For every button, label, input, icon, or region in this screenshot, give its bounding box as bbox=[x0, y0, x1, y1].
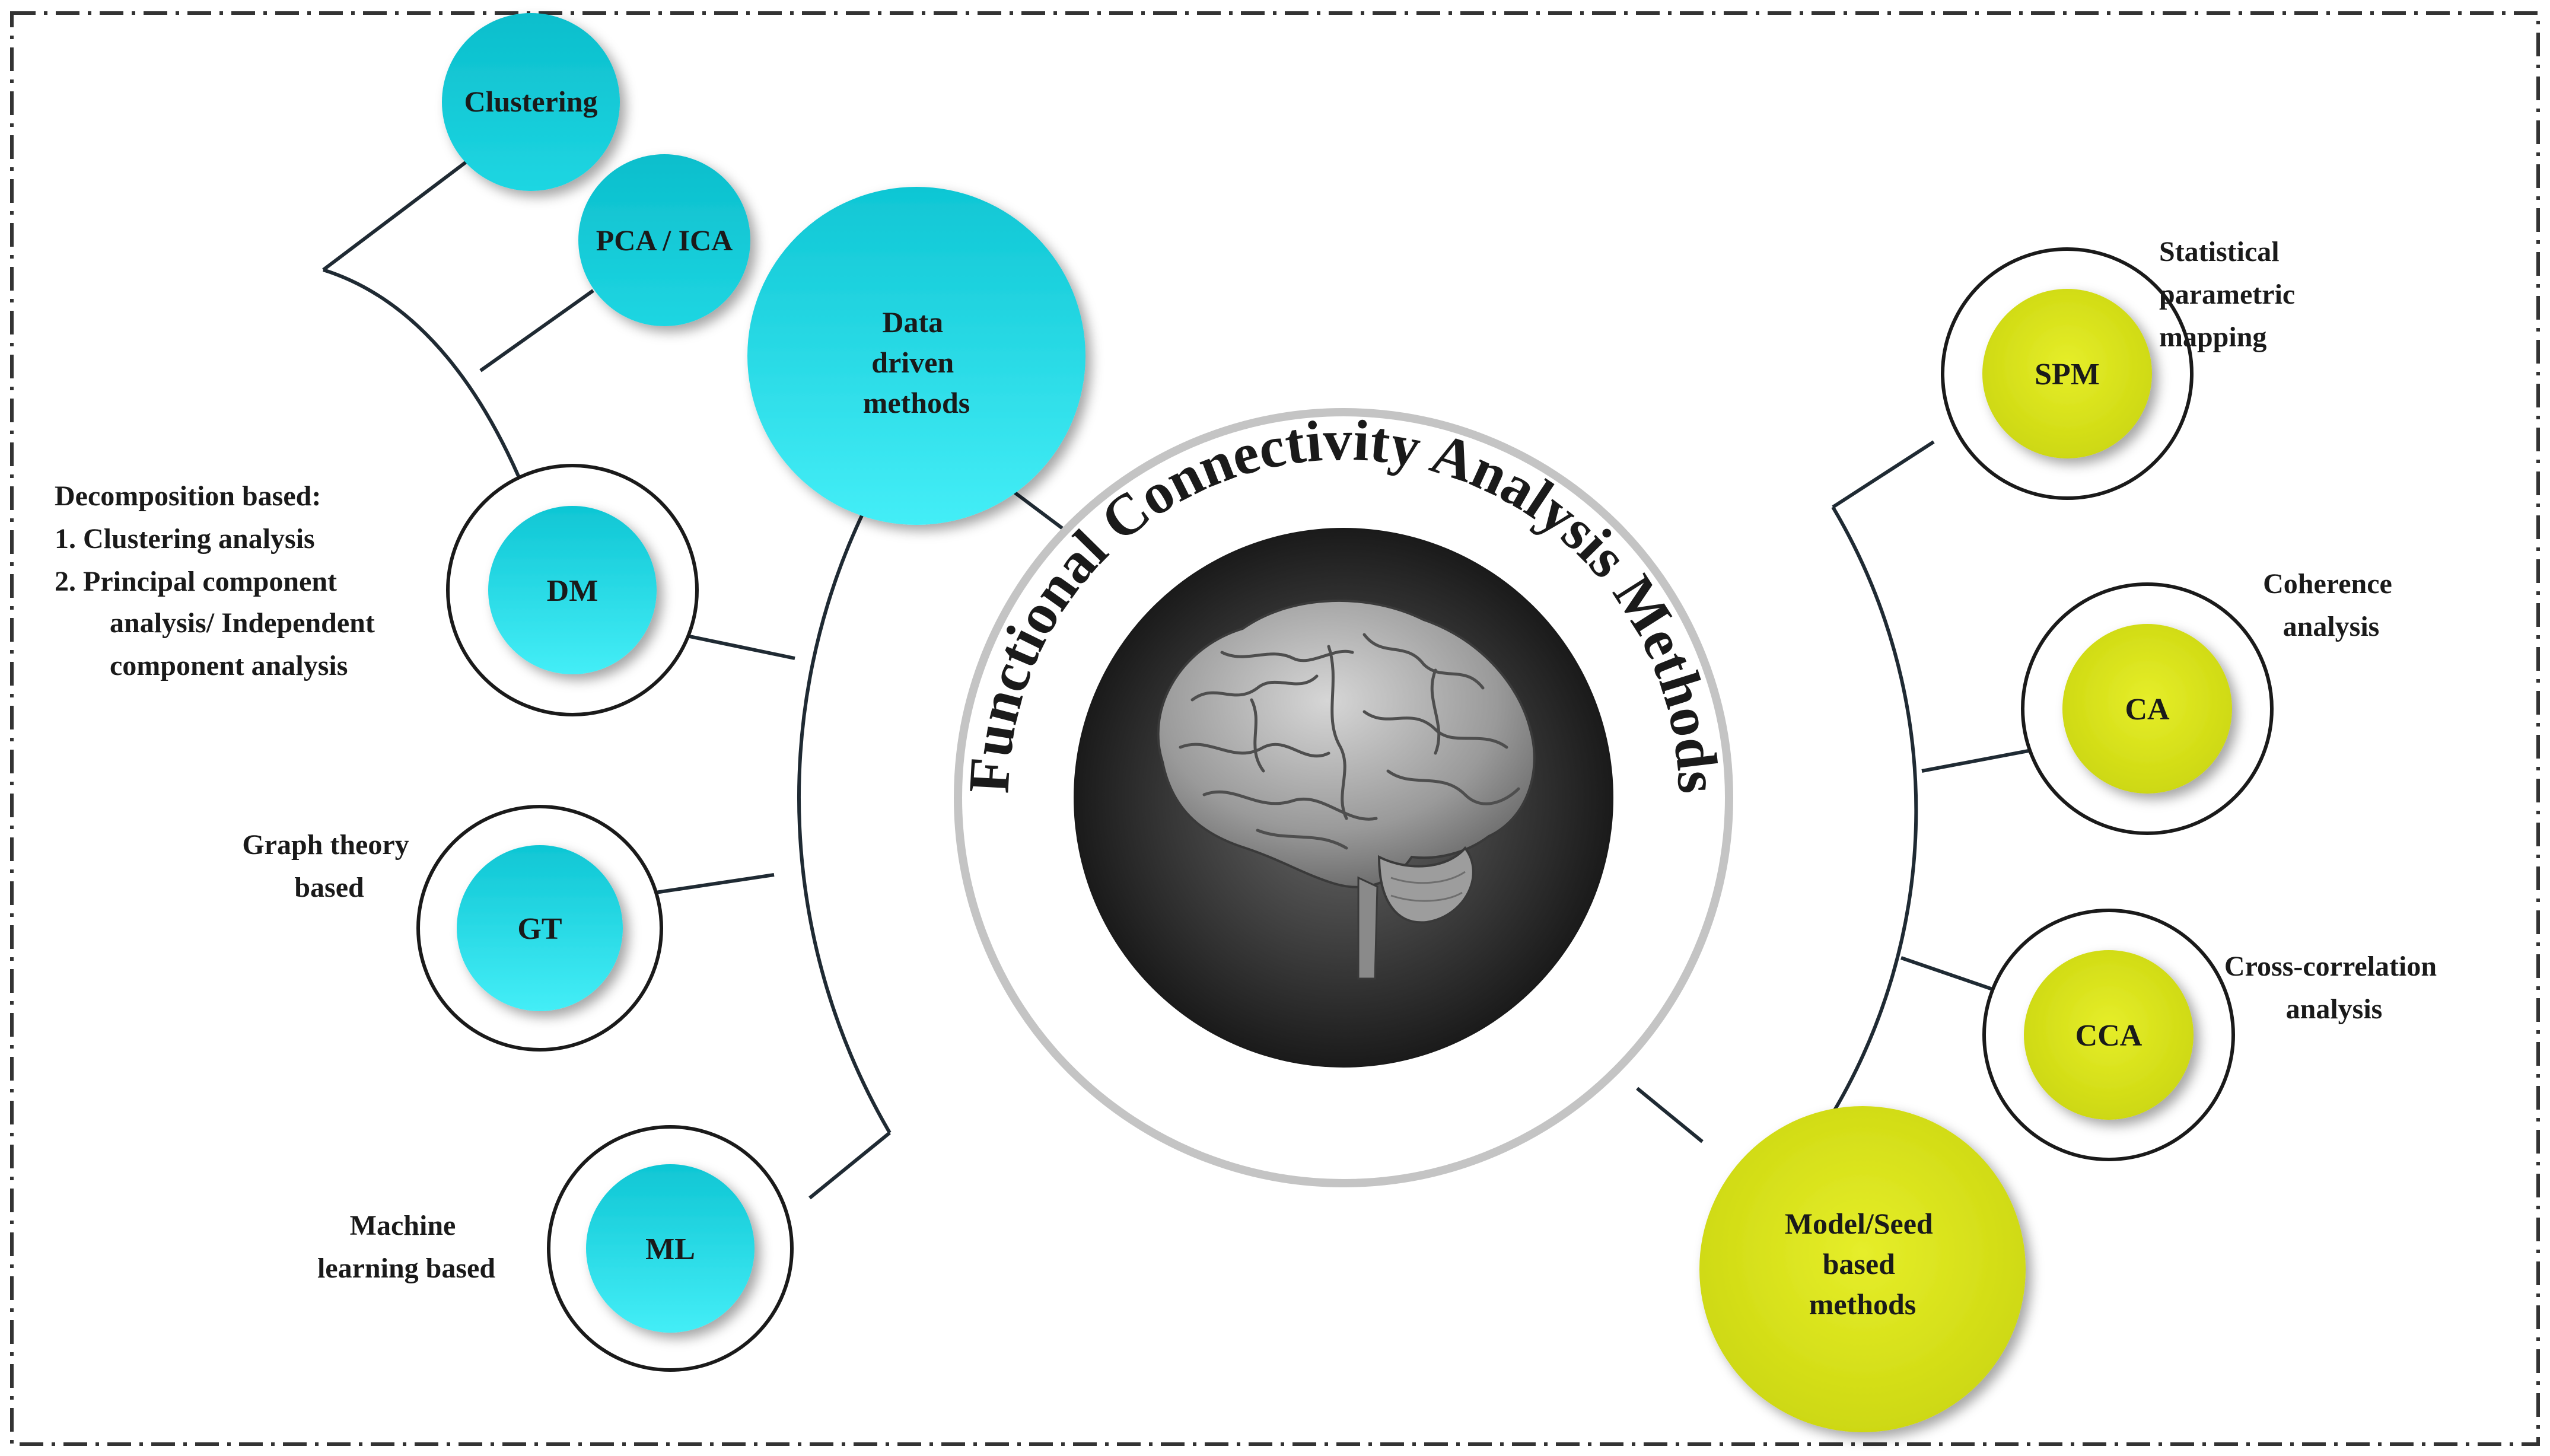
model-seed-node[interactable]: Model/Seed based methods bbox=[1699, 1106, 2026, 1432]
left-arc bbox=[797, 512, 892, 1134]
svg-text:Data driven method: Data driven methods bbox=[863, 305, 970, 419]
dm-sub-arc bbox=[323, 268, 521, 479]
gt-description-line-1: Graph theory bbox=[242, 829, 409, 861]
gt-description-line-2: based bbox=[294, 872, 364, 903]
ml-description-line-1: Machine bbox=[350, 1210, 456, 1241]
ml-label: ML bbox=[645, 1232, 695, 1266]
dm-label: DM bbox=[547, 574, 598, 608]
pca-ica-label: PCA / ICA bbox=[596, 224, 733, 257]
dm-description-line-4: analysis/ Independent bbox=[110, 607, 375, 639]
ml-node[interactable]: ML bbox=[547, 1125, 794, 1372]
ca-description: Coherence analysis bbox=[2263, 568, 2399, 642]
spm-node[interactable]: SPM bbox=[1941, 247, 2194, 500]
ca-node[interactable]: CA bbox=[2021, 582, 2274, 835]
spm-description-line-1: Statistical bbox=[2159, 236, 2280, 267]
clustering-node[interactable]: Clustering bbox=[442, 13, 620, 191]
pca-ica-node[interactable]: PCA / ICA bbox=[578, 154, 750, 326]
dm-node[interactable]: DM bbox=[446, 464, 699, 716]
ca-label: CA bbox=[2125, 693, 2170, 727]
gt-description: Graph theory based bbox=[242, 829, 416, 903]
data-driven-node[interactable]: Data driven methods bbox=[747, 187, 1085, 525]
cca-label: CCA bbox=[2075, 1019, 2142, 1053]
dm-description: Decomposition based: 1. Clustering analy… bbox=[55, 480, 382, 681]
connectors bbox=[322, 158, 2032, 1200]
dm-description-line-1: Decomposition based: bbox=[55, 480, 321, 512]
gt-label: GT bbox=[517, 912, 562, 946]
data-driven-label-1: Data bbox=[882, 305, 943, 339]
cca-description-line-1: Cross-correlation bbox=[2224, 951, 2437, 982]
spm-description-line-3: mapping bbox=[2159, 321, 2266, 353]
gt-node[interactable]: GT bbox=[416, 805, 663, 1052]
spm-label: SPM bbox=[2035, 358, 2100, 391]
ml-description: Machine learning based bbox=[317, 1210, 495, 1284]
data-driven-label-3: methods bbox=[863, 386, 970, 419]
model-seed-label-2: based bbox=[1823, 1247, 1895, 1280]
cca-description: Cross-correlation analysis bbox=[2224, 951, 2444, 1025]
spm-description-line-2: parametric bbox=[2159, 279, 2295, 310]
data-driven-label-2: driven bbox=[871, 346, 954, 379]
center-hub: Functional Connectivity Analysis Methods bbox=[954, 408, 1733, 1187]
cca-node[interactable]: CCA bbox=[1982, 909, 2235, 1161]
ca-description-line-1: Coherence bbox=[2263, 568, 2392, 600]
ml-description-line-2: learning based bbox=[317, 1253, 495, 1284]
right-arc bbox=[1828, 506, 1918, 1119]
brain-image bbox=[1157, 599, 1536, 980]
spm-description: Statistical parametric mapping bbox=[2159, 236, 2302, 353]
model-seed-label-1: Model/Seed bbox=[1785, 1207, 1933, 1240]
ca-description-line-2: analysis bbox=[2283, 611, 2380, 642]
clustering-label: Clustering bbox=[464, 85, 598, 118]
cca-description-line-2: analysis bbox=[2286, 993, 2383, 1025]
model-seed-label-3: methods bbox=[1809, 1288, 1917, 1321]
dm-description-line-3: 2. Principal component bbox=[55, 566, 337, 597]
svg-text:Model/Seed based m: Model/Seed based methods bbox=[1785, 1207, 1940, 1321]
dm-description-line-2: 1. Clustering analysis bbox=[55, 523, 315, 555]
dm-description-line-5: component analysis bbox=[110, 650, 348, 681]
outer-border bbox=[10, 11, 2540, 1446]
